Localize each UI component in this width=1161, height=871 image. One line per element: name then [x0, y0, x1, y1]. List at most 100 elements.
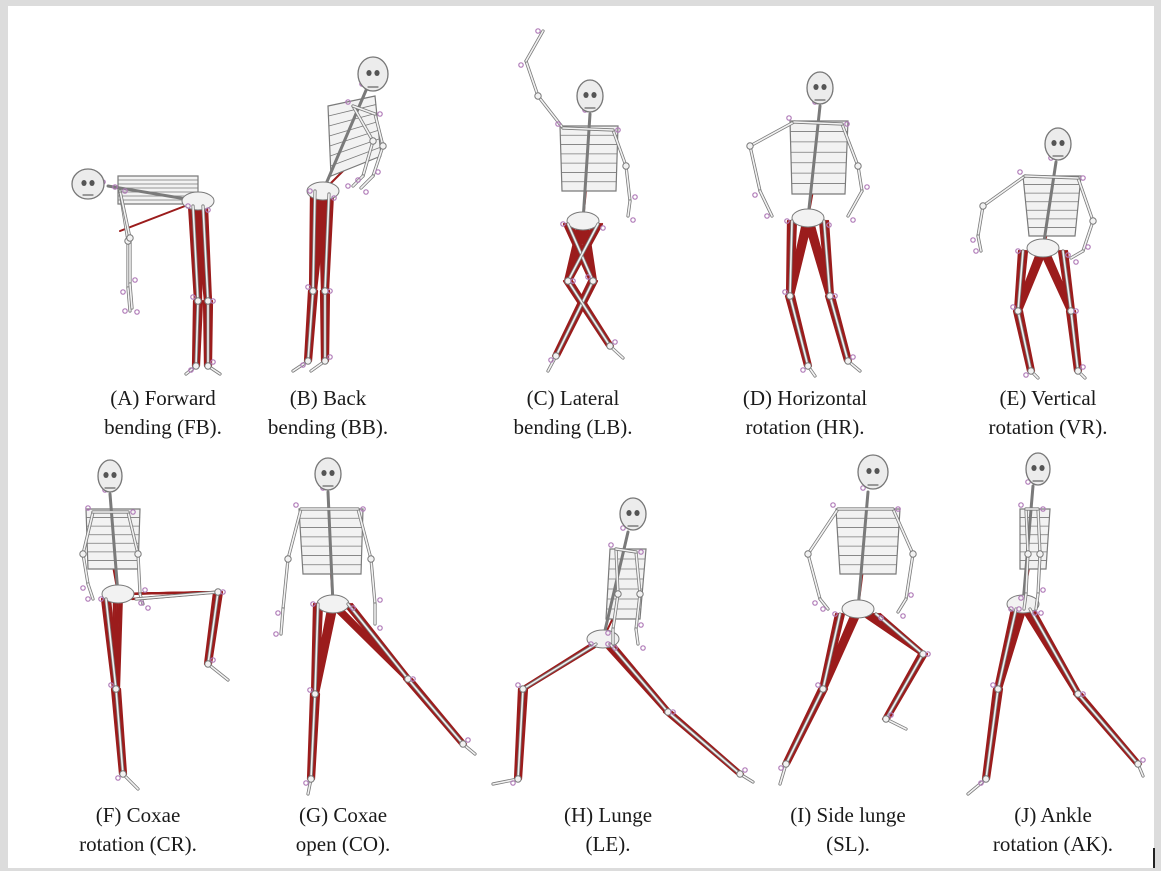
skeleton-figure-ankle-rotation — [958, 454, 1154, 804]
skeleton-group — [519, 29, 637, 371]
skull — [858, 455, 888, 489]
motion-marker — [601, 226, 605, 230]
motion-marker — [1081, 176, 1085, 180]
skeleton-group — [968, 453, 1145, 794]
eye-socket — [366, 70, 371, 76]
joint — [1015, 308, 1021, 314]
motion-marker — [304, 781, 308, 785]
motion-marker — [821, 607, 825, 611]
muscle-strand — [1019, 604, 1075, 694]
motion-marker — [516, 683, 520, 687]
motion-marker — [123, 309, 127, 313]
motion-marker — [753, 193, 757, 197]
bone-core — [750, 146, 760, 191]
panel-j: (J) Ankle rotation (AK). — [958, 454, 1154, 864]
bone-core — [906, 554, 913, 599]
muscle-strand — [211, 301, 212, 366]
joint — [205, 661, 211, 667]
motion-marker — [801, 368, 805, 372]
eye-socket — [1031, 465, 1036, 471]
joint — [553, 353, 559, 359]
bone-core — [208, 664, 228, 680]
motion-marker — [378, 112, 382, 116]
bone-core — [1030, 609, 1078, 694]
motion-marker — [1018, 170, 1022, 174]
motion-marker — [1141, 758, 1145, 762]
muscle-strand — [204, 301, 205, 366]
eye-socket — [1039, 465, 1044, 471]
joint — [805, 363, 811, 369]
motion-marker — [135, 310, 139, 314]
panel-i: (I) Side lunge (SL). — [758, 454, 958, 864]
joint — [1135, 761, 1141, 767]
eye-socket — [1059, 140, 1064, 146]
muscle-strand — [1074, 694, 1135, 764]
joint — [515, 776, 521, 782]
motion-marker — [633, 195, 637, 199]
eye-socket — [821, 84, 826, 90]
muscle-strand — [331, 604, 407, 679]
caption-i: (I) Side lunge (SL). — [758, 801, 938, 859]
bone-core — [526, 61, 538, 96]
muscle-strand — [883, 654, 919, 719]
motion-marker — [364, 190, 368, 194]
text-cursor — [1153, 848, 1155, 868]
skull — [1026, 453, 1050, 485]
skeleton-figure-coxae-open — [263, 454, 483, 804]
eye-socket — [111, 472, 116, 478]
eye-socket — [321, 470, 326, 476]
joint — [322, 358, 328, 364]
bone-core — [760, 191, 772, 216]
motion-marker — [991, 683, 995, 687]
skeleton-group — [779, 455, 930, 784]
joint — [308, 776, 314, 782]
joint — [783, 761, 789, 767]
joint — [127, 235, 133, 241]
bone-core — [750, 122, 794, 146]
ribcage — [836, 509, 900, 574]
motion-marker — [81, 586, 85, 590]
joint — [370, 138, 376, 144]
caption-e: (E) Vertical rotation (VR). — [953, 384, 1143, 442]
eye-socket — [81, 180, 86, 186]
skeleton-group — [493, 498, 753, 785]
skeleton-figure-horizontal-rotation — [720, 26, 930, 386]
joint — [135, 551, 141, 557]
muscle-strand — [889, 654, 927, 719]
motion-marker — [641, 646, 645, 650]
motion-marker — [816, 683, 820, 687]
motion-marker — [865, 185, 869, 189]
motion-marker — [276, 611, 280, 615]
eye-socket — [1051, 140, 1056, 146]
caption-f: (F) Coxae rotation (CR). — [48, 801, 228, 859]
eye-socket — [866, 468, 871, 474]
bone-core — [1078, 694, 1138, 764]
joint — [855, 163, 861, 169]
bone-core — [848, 191, 862, 216]
joint — [615, 591, 621, 597]
joint — [312, 691, 318, 697]
muscle-strand — [352, 604, 411, 679]
ribcage — [1020, 509, 1050, 569]
joint — [787, 293, 793, 299]
motion-marker — [1074, 260, 1078, 264]
joint — [113, 686, 119, 692]
joint — [1037, 551, 1043, 557]
muscle-strand — [1082, 694, 1141, 764]
motion-marker — [813, 601, 817, 605]
skeleton-figure-lateral-bend — [498, 26, 708, 386]
joint — [205, 363, 211, 369]
skeleton-figure-vertical-rotation — [953, 26, 1143, 386]
bone-core — [898, 599, 906, 612]
motion-marker — [1086, 245, 1090, 249]
motion-marker — [831, 503, 835, 507]
panel-a: (A) Forward bending (FB). — [58, 26, 268, 446]
bone-core — [1071, 251, 1083, 258]
joint — [195, 298, 201, 304]
skull — [577, 80, 603, 112]
panel-h: (H) Lunge (LE). — [478, 454, 758, 864]
pelvis — [1027, 239, 1059, 257]
caption-h: (H) Lunge (LE). — [478, 801, 738, 859]
skeleton-group — [293, 57, 388, 371]
eye-socket — [329, 470, 334, 476]
